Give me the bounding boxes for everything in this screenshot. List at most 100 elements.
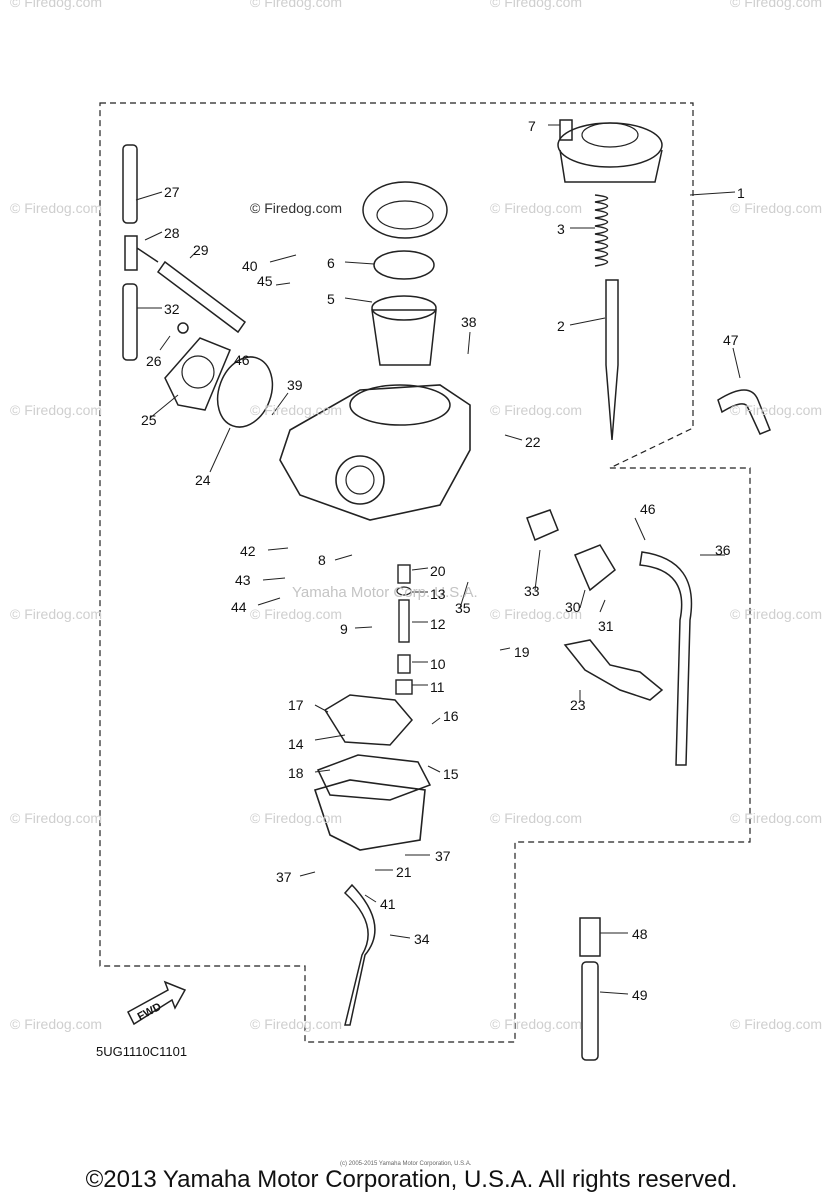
callout-1: 1: [737, 185, 745, 201]
callout-41: 41: [380, 896, 396, 912]
elbow-47: [717, 389, 771, 435]
callout-26: 26: [146, 353, 162, 369]
callout-46a: 46: [234, 352, 250, 368]
callout-17: 17: [288, 697, 304, 713]
diagram-code: 5UG1110C1101: [96, 1044, 188, 1059]
joint-28: [124, 235, 159, 271]
callout-5: 5: [327, 291, 335, 307]
callout-22: 22: [525, 434, 541, 450]
callout-11: 11: [430, 679, 445, 695]
hose-36: [639, 551, 693, 766]
plate-33: [526, 509, 559, 542]
watermark: © Firedog.com: [490, 402, 583, 418]
jet-10: [397, 654, 411, 674]
jet-12: [398, 599, 410, 643]
corp-watermark: Yamaha Motor Corp. U.S.A.: [292, 584, 478, 601]
callout-44: 44: [231, 599, 247, 615]
watermark: © Firedog.com: [250, 402, 343, 418]
callout-2: 2: [557, 318, 565, 334]
watermark: © Firedog.com: [10, 200, 103, 216]
callout-42: 42: [240, 543, 256, 559]
watermark: © Firedog.com: [10, 0, 103, 10]
bore: [335, 455, 385, 505]
callout-9: 9: [340, 621, 348, 637]
callout-35: 35: [455, 600, 471, 616]
callout-32: 32: [164, 301, 180, 317]
watermark: © Firedog.com: [250, 0, 343, 10]
watermark: © Firedog.com: [490, 1016, 583, 1032]
jet-20: [397, 564, 411, 584]
callout-43: 43: [235, 572, 251, 588]
watermark: © Firedog.com: [730, 1016, 823, 1032]
oring-24: [216, 356, 274, 428]
watermark: © Firedog.com: [10, 606, 103, 622]
callout-6: 6: [327, 255, 335, 271]
screw-7: [559, 119, 573, 141]
assembly-boundary: [99, 102, 751, 1043]
watermark: © Firedog.com: [730, 200, 823, 216]
watermark: © Firedog.com: [250, 606, 343, 622]
needle-2: [605, 279, 619, 441]
piston-5: [371, 309, 437, 366]
callout-12: 12: [430, 616, 446, 632]
float-14: [323, 694, 413, 746]
callout-48: 48: [632, 926, 648, 942]
callout-49: 49: [632, 987, 648, 1003]
jet-11: [395, 679, 413, 695]
callout-21: 21: [396, 864, 412, 880]
callout-14: 14: [288, 736, 304, 752]
callout-34: 34: [414, 931, 430, 947]
cap-1: [557, 122, 663, 168]
callout-3: 3: [557, 221, 565, 237]
watermark: © Firedog.com: [250, 810, 343, 826]
watermark: © Firedog.com: [730, 810, 823, 826]
copyright-footer: ©2013 Yamaha Motor Corporation, U.S.A. A…: [85, 1166, 738, 1193]
callout-36: 36: [715, 542, 731, 558]
cover-30: [574, 544, 616, 592]
callout-16: 16: [443, 708, 459, 724]
callout-18: 18: [288, 765, 304, 781]
part-49: [581, 961, 599, 1061]
watermark: © Firedog.com: [250, 1016, 343, 1032]
watermark: © Firedog.com: [730, 606, 823, 622]
screw-26: [177, 322, 189, 334]
callout-24: 24: [195, 472, 211, 488]
ring-6: [373, 250, 435, 280]
spring-3: [594, 194, 609, 267]
callout-20: 20: [430, 563, 446, 579]
carb-body: [279, 384, 471, 521]
callout-13: 13: [430, 586, 446, 602]
callout-47: 47: [723, 332, 739, 348]
callout-40: 40: [242, 258, 258, 274]
tiny-copyright: (c) 2005-2015 Yamaha Motor Corporation, …: [340, 1161, 472, 1167]
callout-45: 45: [257, 273, 273, 289]
callout-7: 7: [528, 118, 536, 134]
callout-29: 29: [193, 242, 209, 258]
plate-25: [164, 337, 231, 411]
callout-25: 25: [141, 412, 157, 428]
callout-37a: 37: [435, 848, 451, 864]
bowl: [313, 779, 426, 851]
callout-8: 8: [318, 552, 326, 568]
callout-30: 30: [565, 599, 581, 615]
watermark: © Firedog.com: [490, 606, 583, 622]
callout-31: 31: [598, 618, 614, 634]
center-watermark: © Firedog.com: [250, 200, 343, 216]
hose-29: [156, 260, 247, 334]
callout-15: 15: [443, 766, 459, 782]
valve-23: [563, 639, 664, 701]
gasket-18: [316, 754, 432, 801]
part-48: [579, 917, 601, 957]
callout-28: 28: [164, 225, 180, 241]
hose-27: [122, 144, 138, 224]
hose-32: [122, 283, 138, 361]
diaphragm-top: [362, 181, 448, 239]
fwd-arrow: [127, 980, 187, 1026]
watermark: © Firedog.com: [490, 0, 583, 10]
watermark: © Firedog.com: [730, 0, 823, 10]
watermark: © Firedog.com: [730, 402, 823, 418]
callout-37b: 37: [276, 869, 292, 885]
watermark: © Firedog.com: [10, 810, 103, 826]
callout-10: 10: [430, 656, 446, 672]
